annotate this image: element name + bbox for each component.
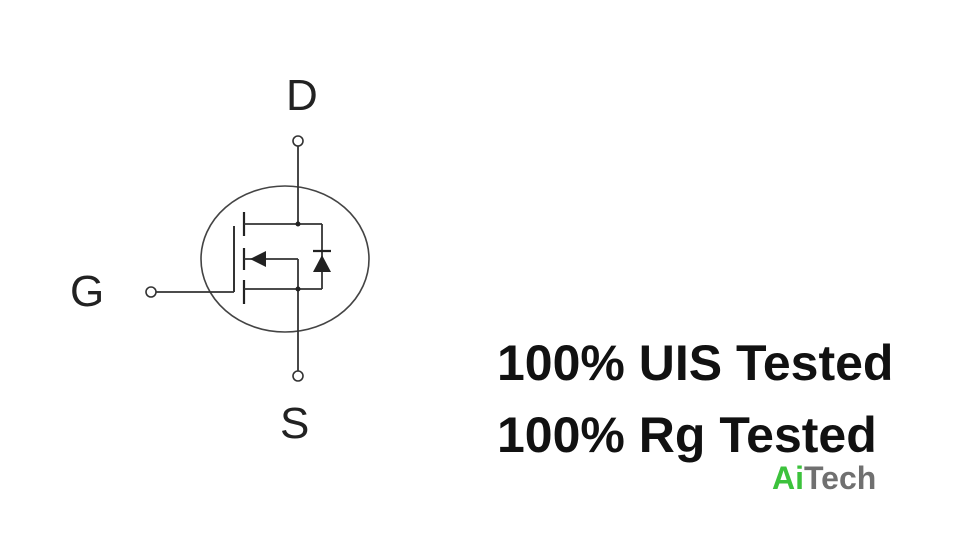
gate-label: G xyxy=(70,267,105,316)
logo-tech-text: Tech xyxy=(804,460,877,496)
gate-terminal xyxy=(145,286,157,298)
junction-dot-drain xyxy=(295,221,301,227)
drain-terminal xyxy=(292,135,304,147)
drain-label: D xyxy=(286,71,318,120)
spec-uis-tested: 100% UIS Tested xyxy=(497,335,894,391)
source-label: S xyxy=(280,399,310,448)
spec-rg-tested: 100% Rg Tested xyxy=(497,407,877,463)
body-diode-icon xyxy=(313,255,331,272)
mosfet-body-circle xyxy=(200,185,370,333)
logo-ai-text: Ai xyxy=(772,460,804,496)
source-terminal xyxy=(292,370,304,382)
channel-arrow xyxy=(250,251,266,267)
junction-dot-source xyxy=(295,286,301,292)
aitech-logo: AiTech xyxy=(772,462,876,494)
